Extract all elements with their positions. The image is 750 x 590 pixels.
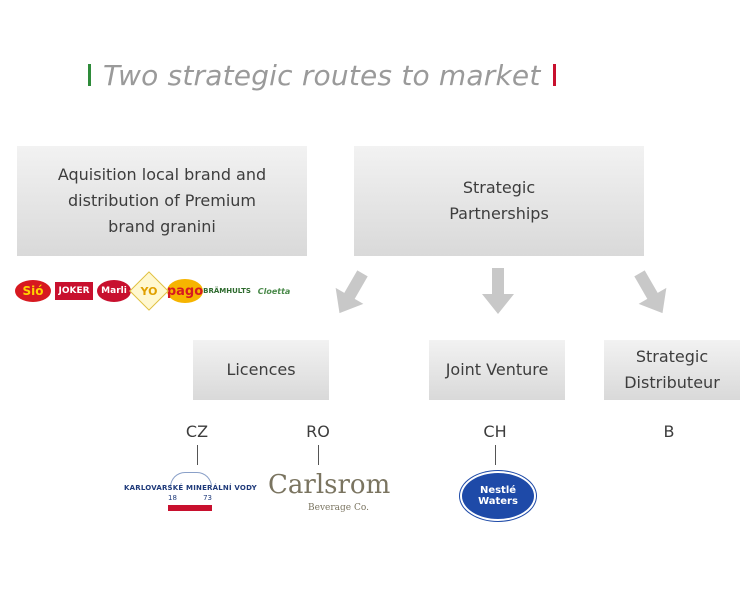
bramhults-logo: BRÄMHULTS <box>203 287 251 295</box>
nestle-line2: Waters <box>478 496 518 507</box>
strategic-distributeur-box: Strategic Distributeur <box>604 340 740 400</box>
joint-venture-box: Joint Venture <box>429 340 565 400</box>
joint-venture-label: Joint Venture <box>445 360 549 379</box>
marli-logo: Marli <box>97 280 131 302</box>
karlovarske-logo: KARLOVARSKÉ MINERÁLNÍ VODY 18 73 <box>124 472 257 516</box>
nestle-waters-logo: Nestlé Waters <box>460 471 536 521</box>
joker-logo: JOKER <box>55 282 93 300</box>
carlsrom-name: Carlsrom <box>268 470 391 500</box>
arrow-to-joint-venture <box>482 268 514 314</box>
licences-box: Licences <box>193 340 329 400</box>
title-text: Two strategic routes to market <box>103 58 541 92</box>
red-flag-bar <box>552 64 556 86</box>
yo-logo: YO <box>129 271 169 311</box>
tick-ro <box>318 445 319 465</box>
tick-ch <box>495 445 496 465</box>
country-code-b: B <box>663 422 675 441</box>
karlovarske-name: KARLOVARSKÉ MINERÁLNÍ VODY <box>124 484 257 492</box>
acquisition-label: Aquisition local brand and distribution … <box>57 165 267 236</box>
karlovarske-year-right: 73 <box>203 494 212 502</box>
licences-label: Licences <box>226 360 296 379</box>
sio-logo: Sió <box>15 280 51 302</box>
green-flag-bar <box>88 64 91 86</box>
carlsrom-subtitle: Beverage Co. <box>308 503 369 513</box>
tick-cz <box>197 445 198 465</box>
cloetta-logo: Cloetta <box>257 286 291 296</box>
slide-title: Two strategic routes to market <box>88 55 556 95</box>
country-code-ch: CH <box>483 422 507 441</box>
carlsrom-logo: Carlsrom Beverage Co. <box>268 470 390 518</box>
country-code-ro: RO <box>306 422 330 441</box>
karlovarske-ribbon <box>168 505 212 511</box>
brand-logo-strip: Sió JOKER Marli YO pago BRÄMHULTS Cloett… <box>15 271 297 311</box>
acquisition-box: Aquisition local brand and distribution … <box>17 146 307 256</box>
karlovarske-year-left: 18 <box>168 494 177 502</box>
nestle-line1: Nestlé <box>479 485 517 496</box>
strategic-partnerships-box: Strategic Partnerships <box>354 146 644 256</box>
pago-logo: pago <box>167 279 203 303</box>
arrow-to-licences <box>335 270 368 314</box>
arrow-to-strategic-distributeur <box>634 270 667 314</box>
strategic-partnerships-label: Strategic Partnerships <box>449 178 549 223</box>
strategic-distributeur-label: Strategic Distributeur <box>624 347 720 392</box>
country-code-cz: CZ <box>185 422 209 441</box>
